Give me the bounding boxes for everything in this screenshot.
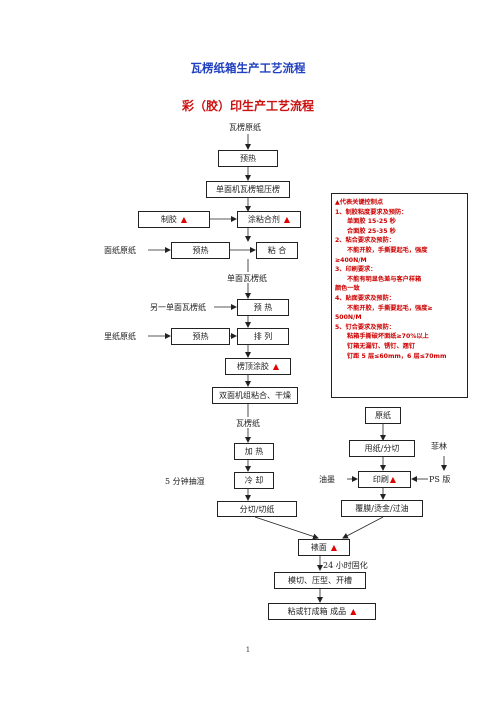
arrange-box: 排 列 [237,328,289,345]
key-points-heading: ▲代表关键控制点 [335,199,384,206]
face-paper-label: 面纸原纸 [104,246,136,255]
liner-paper-label: 里纸原纸 [104,332,136,341]
base-paper-box: 原纸 [365,407,401,424]
key-point-icon: ▲ [283,215,291,224]
page-number: 1 [245,646,251,654]
printing-box: 印刷▲ [358,471,411,488]
raw-paper-label: 瓦楞原纸 [229,123,261,132]
cooling-note-label: 5 分钟抽湿 [165,477,205,486]
ridge-glue-box: 楞顶涂胶▲ [225,358,291,375]
preheat-box: 预热 [218,150,278,167]
single-face-board-label: 单面瓦楞纸 [227,274,267,283]
arrow-cut-to-paste [254,516,319,540]
sheet-cut-box: 甩纸/分切 [349,440,415,457]
finish-box: 粘或钉成箱 成品▲ [268,603,376,620]
cure-note-label: 24 小时固化 [323,561,368,570]
key-point-line: 500N/M [335,314,362,322]
die-cut-box: 模切、压型、开槽 [274,572,366,589]
film-label: 菲林 [431,442,447,451]
key-point-line: 颜色一致 [335,285,360,293]
corrugated-board-label: 瓦楞纸 [236,419,260,428]
page-title: 瓦楞纸箱生产工艺流程 [190,61,306,75]
key-point-icon: ▲ [389,475,397,484]
bond-box: 粘 合 [256,242,298,259]
key-point-line: 不能开胶，手撕要起毛，强度≥ [347,304,433,312]
arrow-laminate-to-paste [342,516,384,539]
key-point-line: ≥400N/M [335,256,367,264]
key-point-line: 不能开胶，手撕要起毛，强度 [347,246,428,254]
key-point-line: 粘箱手撕破坏面纸≥70%以上 [347,333,429,341]
key-point-icon: ▲ [350,607,357,616]
apply-glue-box: 涂粘合剂▲ [237,211,301,228]
single-facer-box: 单面机瓦楞辊压楞 [206,181,290,198]
key-points-panel: ▲代表关键控制点 1、制胶粘度要求及预防： 单面胶 15-25 秒合面胶 25-3… [331,193,468,398]
key-point-icon: ▲ [272,362,280,371]
key-point-line: 3、印刷要求： [335,266,377,274]
paste-box: 裱面▲ [298,539,350,556]
key-point-icon: ▲ [330,543,338,552]
key-point-icon: ▲ [180,215,188,224]
key-point-line: 单面胶 15-25 秒 [347,218,396,226]
key-point-line: 4、贴面要求及预防： [335,294,395,302]
page-subtitle: 彩（胶）印生产工艺流程 [181,99,314,113]
make-glue-box: 制胶▲ [138,211,210,228]
key-point-line: 合面胶 25-35 秒 [347,227,396,235]
cooling-box: 冷 却 [234,472,274,489]
key-point-line: 不能有明显色差与客户样箱 [347,275,422,283]
laminate-box: 覆膜/烫金/过油 [341,500,423,517]
ps-plate-label: PS 版 [429,475,451,484]
key-point-line: 1、制胶粘度要求及预防： [335,208,408,216]
key-point-line: 钉距 5 层≤60mm，6 层≤70mm [347,352,447,360]
ink-label: 油墨 [319,475,335,484]
other-single-face-label: 另一单面瓦楞纸 [150,303,206,312]
preheat2-box: 预 热 [237,299,289,316]
heating-box: 加 热 [234,443,274,460]
slit-cut-box: 分切/切纸 [217,501,297,517]
liner-preheat-box: 预热 [171,328,230,345]
key-point-line: 5、钉合要求及预防： [335,323,395,331]
key-point-line: 钉箱无漏钉、锈钉、翘钉 [347,342,416,350]
double-facer-box: 双面机组粘合、干燥 [212,387,298,404]
face-preheat-box: 预热 [171,242,230,259]
key-point-line: 2、粘合要求及预防： [335,237,395,245]
